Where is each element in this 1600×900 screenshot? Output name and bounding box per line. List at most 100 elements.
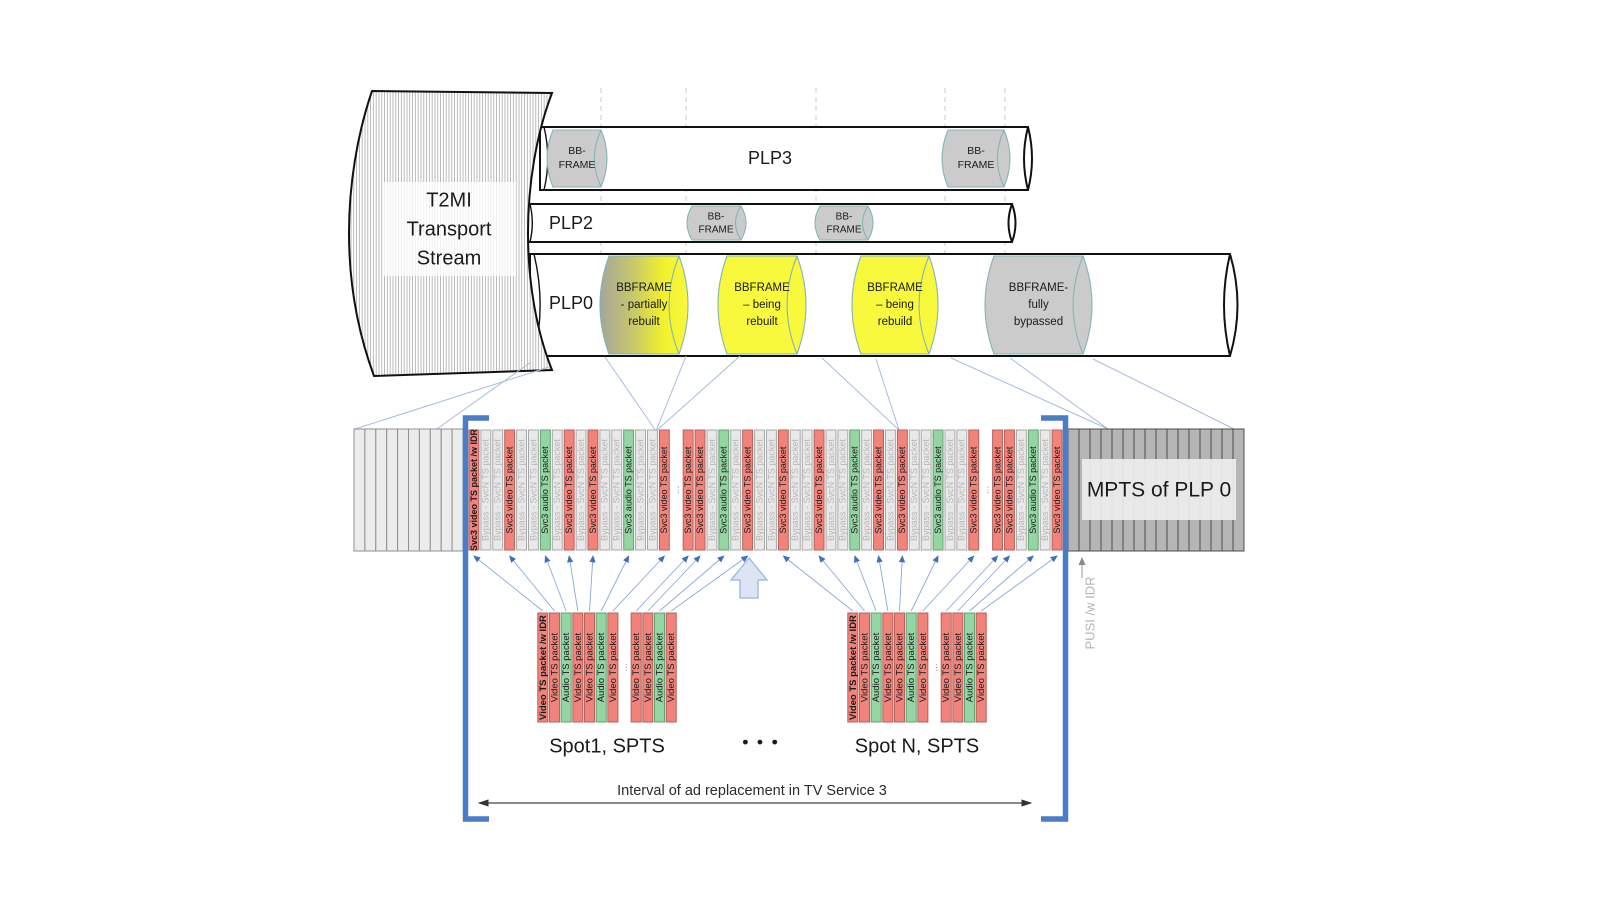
fan-line	[655, 355, 741, 432]
bbframe-label: BB-	[708, 212, 725, 223]
ts-packet-label: Bypass - SvcN TS packet	[493, 439, 503, 541]
ts-packet-label: Bypass - SvcN TS packet	[1016, 439, 1026, 541]
ts-packet-label: Bypass - SvcN TS packet	[635, 439, 645, 541]
spot-ts-packet-video	[882, 612, 894, 723]
spot-ts-packet-video	[917, 612, 929, 723]
bar-cell-left	[440, 428, 453, 552]
spot-ts-packet-label: Audio TS packet	[871, 632, 882, 702]
pusi-label: PUSI /w IDR	[1082, 577, 1097, 650]
bbframe-label: BB-	[967, 145, 985, 157]
insertion-arrow	[589, 555, 596, 612]
spot-ts-packet-label: Video TS packet /w IDR	[538, 615, 549, 720]
spot-ts-packet-audio	[905, 612, 917, 723]
ts-packet-video	[777, 429, 789, 551]
bbframe-state-label: BBFRAME	[616, 282, 672, 294]
bbframe-state-label: bypassed	[1014, 316, 1063, 328]
spot-ts-packet-video	[893, 612, 906, 723]
ts-packet-label: Bypass - SvcN TS packet	[885, 439, 895, 541]
fan-line	[655, 355, 687, 432]
ts-packet-video	[1004, 429, 1015, 551]
mpts-title-box	[1082, 459, 1236, 520]
spot-ts-packet-audio	[964, 612, 976, 723]
ts-packet-bypass	[730, 429, 742, 551]
spot-ts-packet-label: Video TS packet	[608, 632, 619, 702]
spot-ts-packet-label: Video TS packet	[573, 632, 584, 702]
ts-packet-audio	[623, 429, 635, 551]
bbframe-state-label: BBFRAME	[867, 282, 923, 294]
bbframe-state-label: fully	[1028, 299, 1049, 311]
ts-packet-label: Svc3 video TS packet	[659, 446, 669, 533]
ts-packet-bypass	[635, 429, 646, 551]
spot-ts-packet-video_idr	[847, 612, 859, 723]
bbframe-state-label: - partially	[621, 299, 668, 311]
ts-packet-video	[563, 429, 575, 551]
ts-packet-bypass	[575, 429, 587, 551]
bar-cell-left	[364, 428, 377, 552]
spot-ts-packet-audio	[560, 612, 572, 723]
bbframe-label: FRAME	[958, 159, 995, 171]
ts-packet-label: Svc3 video TS packet	[695, 446, 705, 533]
ts-packet-label: Bypass - SvcN TS packet	[921, 439, 931, 541]
ts-packet-label: Bypass - SvcN TS packet	[707, 439, 717, 541]
ts-packet-bypass	[516, 429, 527, 551]
ts-packet-label: Svc3 video TS packet	[992, 446, 1002, 533]
bar-cell-left	[397, 428, 410, 552]
spot-ts-packet-video	[952, 612, 964, 723]
packet-gap-dots: ...	[929, 663, 940, 671]
ts-packet-label: Svc3 audio TS packet	[933, 446, 943, 534]
right-bracket	[1041, 415, 1069, 822]
spot-ts-packet-video	[572, 612, 584, 723]
ts-packet-bypass	[706, 429, 718, 551]
ts-packet-bypass	[528, 429, 539, 551]
spots-ellipsis: • • •	[742, 732, 779, 751]
ts-packet-bypass	[599, 429, 611, 551]
ts-packet-label: Bypass - SvcN TS packet	[862, 439, 872, 541]
ts-packet-label: Svc3 video TS packet	[588, 446, 598, 533]
fan-line	[354, 366, 550, 430]
t2mi-label: Stream	[417, 247, 481, 269]
plp2-label: PLP2	[549, 213, 593, 233]
interval-label: Interval of ad replacement in TV Service…	[617, 783, 887, 799]
bar-cell-left	[386, 428, 399, 552]
bar-cell-right	[1067, 428, 1080, 552]
bbframe-state-label: BBFRAME	[734, 282, 790, 294]
ts-packet-video	[968, 429, 980, 551]
ts-packet-label: Bypass - SvcN TS packet	[528, 439, 538, 541]
spot-ts-packet-video	[642, 612, 654, 723]
ts-packet-video	[1051, 429, 1063, 551]
ts-packet-label: Svc3 video TS packet	[743, 446, 753, 533]
ts-packet-video	[873, 429, 884, 551]
spot-ts-packet-video	[975, 612, 987, 723]
ts-packet-video	[992, 429, 1003, 551]
ts-packet-label: Bypass - SvcN TS packet	[790, 439, 800, 541]
spot-ts-packet-label: Video TS packet	[918, 632, 929, 702]
ts-packet-bypass	[837, 429, 849, 551]
plp0-label: PLP0	[549, 293, 593, 313]
ts-packet-bypass	[885, 429, 896, 551]
plp3-label: PLP3	[748, 148, 792, 168]
ts-packet-label: Svc3 video TS packet	[897, 446, 907, 533]
ts-packet-bypass	[551, 429, 563, 551]
ts-packet-bypass	[611, 429, 623, 551]
ts-packet-label: Bypass - SvcN TS packet	[481, 439, 491, 541]
plp3-bbframe-2	[941, 129, 1011, 188]
spot-ts-packet-video	[583, 612, 596, 723]
ts-packet-label: Bypass - SvcN TS packet	[909, 439, 919, 541]
ts-packet-label: Svc3 video TS packet	[1004, 446, 1014, 533]
spot-ts-packet-label: Video TS packet	[643, 632, 654, 702]
plp3-pipe	[539, 126, 1033, 191]
insertion-arrow	[854, 555, 877, 612]
ts-packet-bypass	[766, 429, 777, 551]
ts-packet-video	[658, 429, 670, 551]
ts-packet-label: Svc3 audio TS packet	[624, 446, 634, 534]
packet-gap-dots: ...	[671, 486, 682, 494]
plp2-bbframe-1	[686, 205, 747, 241]
bbframe-state-label: rebuilt	[628, 316, 660, 328]
ts-packet-label: Bypass - SvcN TS packet	[600, 439, 610, 541]
spot-ts-packet-label: Video TS packet	[666, 632, 677, 702]
bar-cell-left	[451, 428, 464, 552]
ts-packet-label: Bypass - SvcN TS packet	[754, 439, 764, 541]
bbframe-label: FRAME	[827, 225, 862, 236]
